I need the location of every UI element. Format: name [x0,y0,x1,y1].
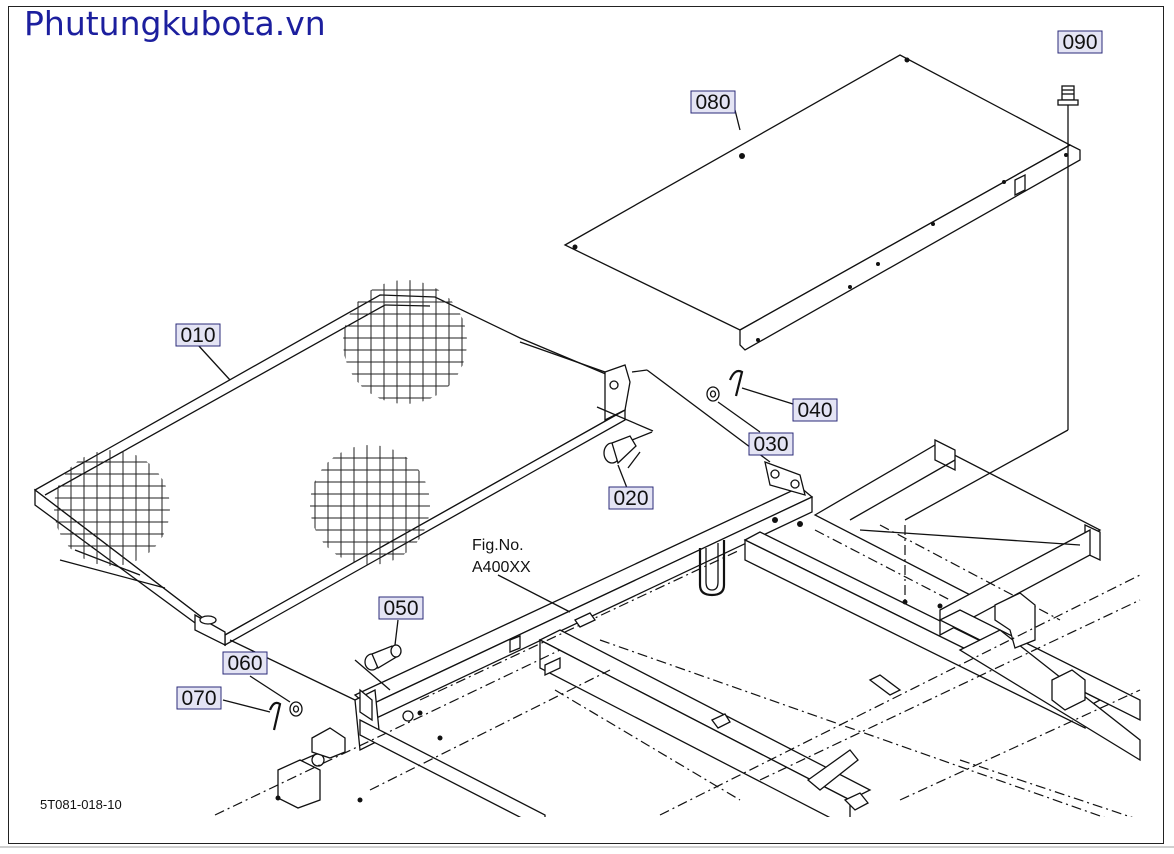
callout-070: 070 [176,686,222,710]
svg-text:020: 020 [613,487,648,510]
part-070-cotter-pin [222,699,282,731]
figure-reference-line2: A400XX [472,559,531,576]
callout-060: 060 [222,651,268,675]
part-090-bolt [904,85,1079,521]
svg-text:010: 010 [180,324,215,347]
svg-text:030: 030 [753,433,788,456]
part-050-pin [364,619,402,671]
part-060-washer [249,675,303,717]
figure-reference: Fig.No. A400XX [472,537,531,576]
callout-010: 010 [175,323,221,347]
callout-020: 020 [608,486,654,510]
callout-090: 090 [1057,30,1103,54]
callout-080: 080 [690,90,736,114]
callout-050: 050 [378,596,424,620]
svg-text:060: 060 [227,652,262,675]
diagram-frame [8,6,1164,844]
svg-text:090: 090 [1062,31,1097,54]
drawing-code: 5T081-018-10 [40,797,122,812]
svg-text:070: 070 [181,687,216,710]
svg-text:040: 040 [797,399,832,422]
figure-reference-line1: Fig.No. [472,537,524,554]
part-080-cover-plate [563,54,1081,351]
bottom-rule [0,846,1174,848]
site-watermark: Phutungkubota.vn [24,4,326,43]
part-030-washer [706,386,761,433]
svg-text:080: 080 [695,91,730,114]
callout-030: 030 [748,432,794,456]
chassis-frame [214,438,1141,817]
svg-text:050: 050 [383,597,418,620]
part-010-step-plate [33,280,631,647]
callout-040: 040 [792,398,838,422]
part-040-cotter-pin [728,369,794,405]
part-020-pin [603,431,653,469]
